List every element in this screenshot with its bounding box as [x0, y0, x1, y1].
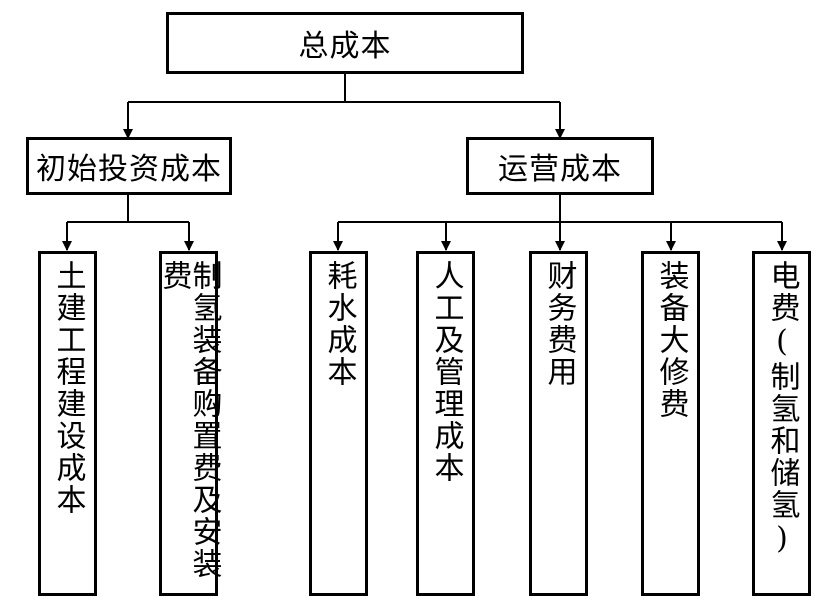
water-cost-node: 耗水成本 [309, 251, 368, 596]
root-node: 总成本 [166, 12, 524, 74]
equipment-overhaul-cost-node: 装备大修费 [641, 251, 700, 596]
root-label: 总成本 [298, 29, 392, 64]
financial-cost-node: 财务费用 [529, 251, 588, 596]
operating-cost-label: 运营成本 [498, 152, 622, 187]
civil-construction-cost-label: 土建工程建设成本 [50, 260, 86, 516]
equipment-overhaul-cost-label: 装备大修费 [653, 260, 689, 420]
operating-cost-node: 运营成本 [466, 137, 654, 195]
electricity-cost-node: 电费(制氢和储氢) [752, 251, 811, 596]
labor-management-cost-label: 人工及管理成本 [428, 260, 464, 484]
labor-management-cost-node: 人工及管理成本 [416, 251, 475, 596]
equipment-purchase-cost-node: 制氢装备购置费及安装费 [156, 251, 222, 596]
financial-cost-label: 财务费用 [541, 260, 577, 388]
electricity-cost-label: 电费(制氢和储氢) [764, 260, 800, 558]
initial-investment-node: 初始投资成本 [26, 137, 232, 195]
equipment-purchase-cost-label: 制氢装备购置费及安装费 [156, 260, 222, 580]
water-cost-label: 耗水成本 [321, 260, 357, 388]
initial-investment-label: 初始投资成本 [36, 152, 222, 187]
civil-construction-cost-node: 土建工程建设成本 [38, 251, 97, 596]
